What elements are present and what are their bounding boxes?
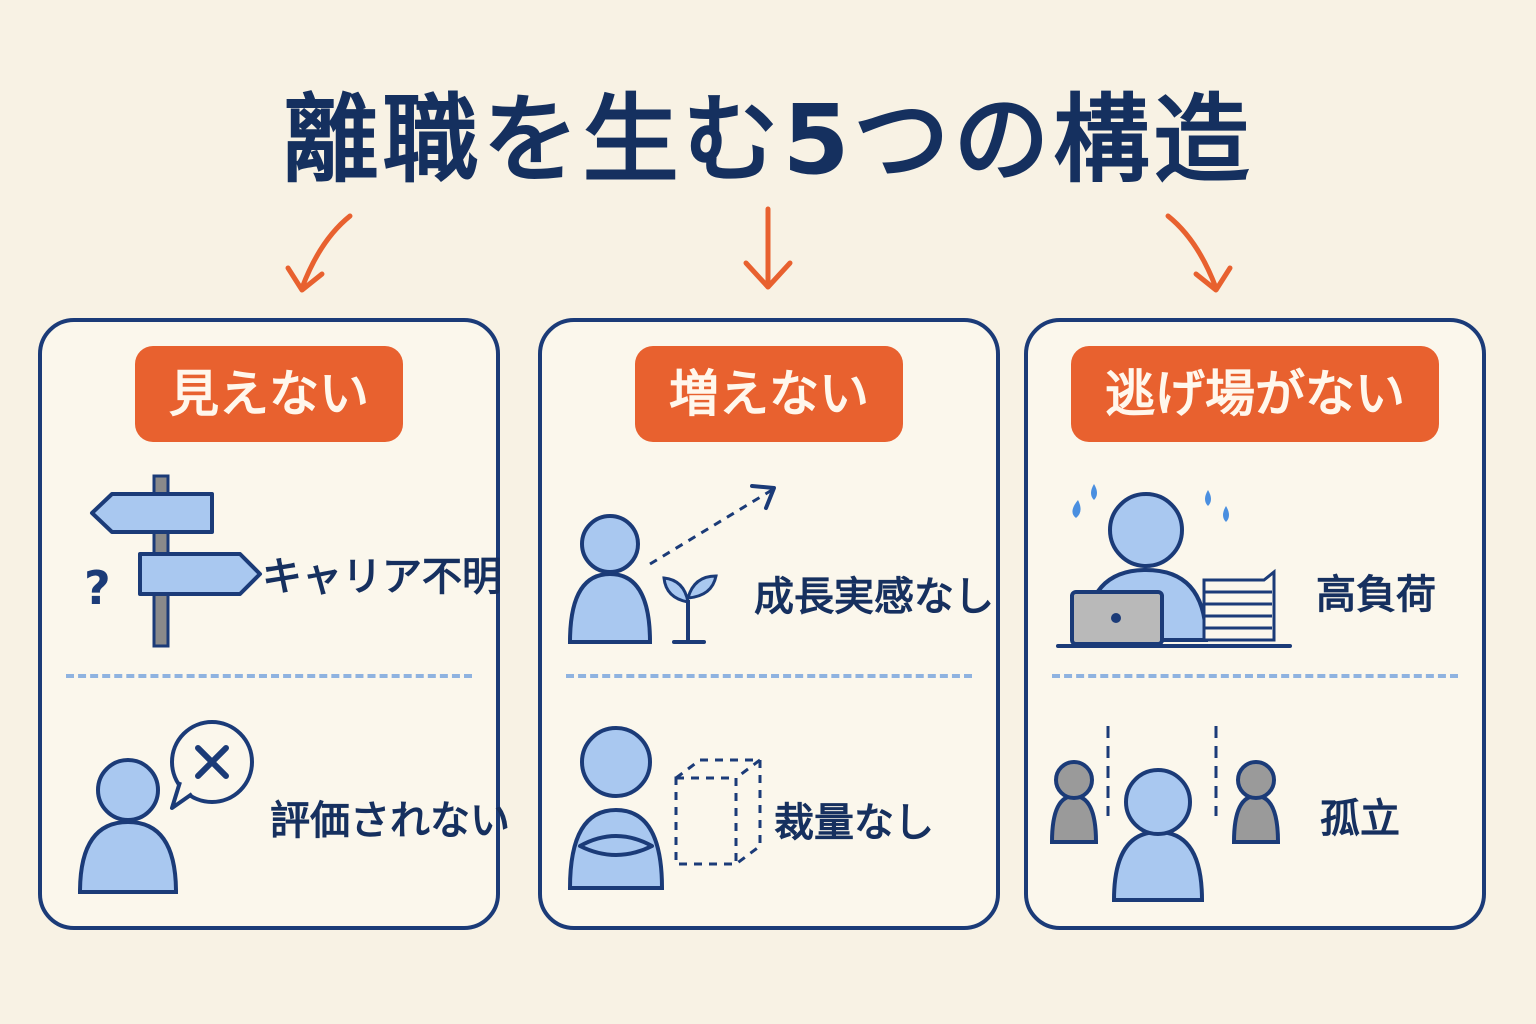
item-label-sairyou: 裁量なし [774,800,934,846]
divider [566,674,972,678]
panel-nigeba: 逃げ場がない 高負荷 孤立 [1024,318,1486,930]
divider [1052,674,1458,678]
arrow-center-icon [743,206,793,290]
svg-text:?: ? [84,561,111,615]
person-sprout-arrow-icon [567,484,776,644]
page-title: 離職を生む5つの構造 [282,84,1254,196]
person-laptop-documents-icon [1056,484,1292,648]
arrow-left-icon [285,213,353,293]
person-speech-x-icon [77,720,254,894]
arrow-right-icon [1165,213,1233,293]
item-label-koritsu: 孤立 [1320,796,1400,842]
person-arms-crossed-box-icon [567,726,765,890]
item-label-hyouka: 評価されない [270,798,510,844]
item-label-koufuka: 高負荷 [1316,572,1436,618]
panel-heading: 見えない [135,346,403,442]
panel-heading: 増えない [635,346,903,442]
panel-mienai: 見えない ? キャリア不明 評価されない [38,318,510,930]
item-label-seichou: 成長実感なし [754,574,994,620]
item-label-career: キャリア不明 [262,554,502,600]
isolated-person-icon [1049,726,1281,902]
panel-heading: 逃げ場がない [1071,346,1439,442]
panel-fuenai: 増えない 成長実感なし 裁量なし [538,318,1000,930]
divider [66,674,472,678]
signpost-question-icon: ? [84,474,262,648]
